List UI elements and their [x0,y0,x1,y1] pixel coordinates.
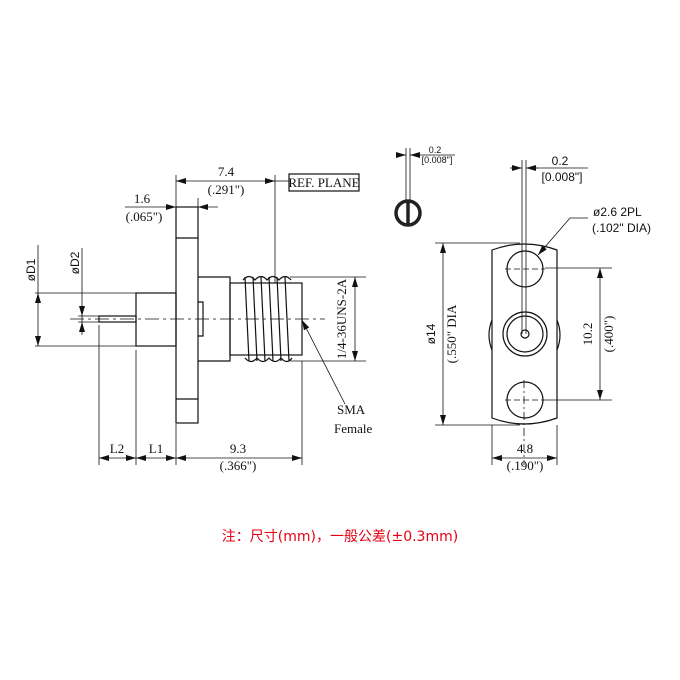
dim-l1: L1 [149,441,163,456]
tol-small-inch: [0.008"] [422,155,453,165]
tol-small: 0.2 [429,145,442,155]
tol-large: 0.2 [552,154,569,168]
thread-body [229,282,303,356]
tolerance-note: 注：尺寸(mm)，一般公差(±0.3mm) [221,529,459,545]
threads [242,275,293,363]
ref-plane-box [288,173,360,192]
dim-4-8: 4.8 [517,441,533,456]
orientation-symbol-icon [394,199,422,227]
pin-housing [135,292,177,347]
thread-spec: 1/4-36UNS-2A [334,278,349,359]
flange [175,206,199,424]
dim-7-4: 7.4 [218,164,235,179]
dim-4-8-inch: (.190") [507,458,544,473]
connector-type-1: SMA [337,402,366,417]
dim-10-2-inch: (.400") [601,316,616,353]
dim-d1-label: øD1 [24,258,38,281]
front-view: 0.2 [0.008"] 0.2 [0.008"] ø2.6 2PL (. [394,145,651,473]
hole-size-inch: (.102" DIA) [592,221,651,235]
center-pin [520,329,530,339]
dim-1-6: 1.6 [134,191,151,206]
dim-d2-label: øD2 [68,251,82,274]
dim-dia-14-inch: (.550" DIA [444,304,459,363]
flange-front [491,243,558,425]
pin [98,315,137,323]
dim-9-3-inch: (.366") [220,458,257,473]
dim-7-4-inch: (.291") [208,182,245,197]
dim-l2: L2 [110,441,124,456]
dim-1-6-inch: (.065") [126,209,163,224]
side-view: øD1 øD2 7.4 (.291") REF. PLANE 1.6 (.065… [24,164,372,473]
tol-large-inch: [0.008"] [542,170,583,184]
hole-size: ø2.6 2PL [593,205,642,219]
ref-plane-label: REF. PLANE [288,175,359,190]
dim-10-2: 10.2 [580,323,595,346]
dim-dia-14: ø14 [424,323,438,344]
dim-9-3: 9.3 [230,441,246,456]
connector-type-2: Female [334,421,372,436]
connector-outer [502,311,548,357]
